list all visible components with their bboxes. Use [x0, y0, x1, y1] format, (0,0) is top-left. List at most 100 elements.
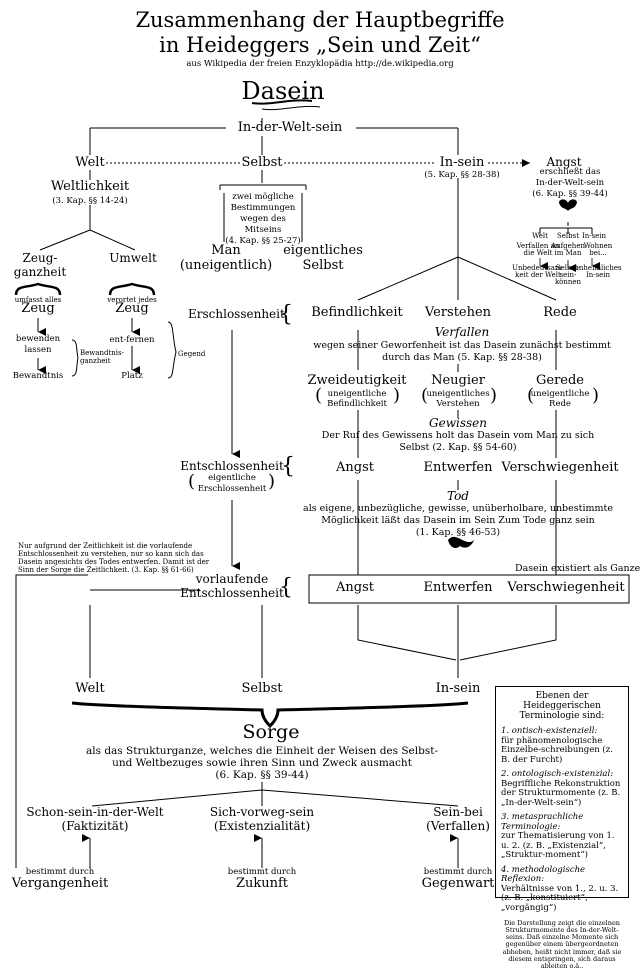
- verstehen-label: Verstehen: [424, 305, 492, 320]
- angst-top-label: Angst: [546, 155, 582, 169]
- entschlossenheit-label: Entschlossenheit: [180, 459, 284, 473]
- zeug-right-label: Zeug: [115, 301, 149, 316]
- angst-line-1: erschließt das: [539, 167, 601, 177]
- vorlaufende-line-2: Entschlossenheit: [180, 586, 284, 600]
- schon-sein-label: Schon-sein-in-der-Welt: [26, 805, 164, 819]
- weltlichkeit-label: Weltlichkeit: [50, 179, 130, 194]
- legend-entry-3-label: 3. metasprachliche Terminologie:: [501, 812, 584, 832]
- vergangenheit-label: Vergangenheit: [11, 876, 109, 891]
- box-verschwiegenheit-label: Verschwiegenheit: [507, 580, 625, 595]
- page-title-line-1: Zusammenhang der Hauptbegriffe: [135, 8, 505, 32]
- legend-entry-1-label: 1. ontisch-existenziell:: [501, 726, 598, 737]
- sorge-heading: Sorge: [242, 721, 300, 743]
- neugier-line-2: Verstehen: [436, 399, 480, 409]
- legend-entry-4: 4. methodologische Reflexion:Verhältniss…: [501, 865, 623, 914]
- sorge-desc-line-1: als das Strukturganze, welches die Einhe…: [85, 745, 439, 757]
- entwerfen-label: Entwerfen: [423, 460, 493, 475]
- zeug-ganzheit-line-2: ganzheit: [13, 265, 67, 279]
- platz-label: Platz: [121, 371, 143, 381]
- mini-insein-label: In-sein: [581, 232, 607, 240]
- bestimmt-label-3: bestimmt durch: [423, 867, 493, 877]
- paren-close-1: ): [393, 385, 401, 406]
- entschlossenheit-line-2: Erschlossenheit: [197, 484, 267, 494]
- box-entwerfen-label: Entwerfen: [423, 580, 493, 595]
- legend-entry-1: 1. ontisch-existenziell:für phänomenolog…: [501, 726, 623, 765]
- zwei-moegliche-line-2: Bestimmungen: [230, 203, 296, 213]
- mini-selbst-line-1: Aufgehen: [551, 242, 585, 250]
- legend-entry-2-label: 2. ontologisch-existenzial:: [501, 769, 614, 780]
- paren-close-4: ): [268, 471, 276, 492]
- bewenden-line-2: lassen: [24, 345, 52, 355]
- gerede-label: Gerede: [535, 373, 585, 388]
- angst-label: Angst: [336, 460, 374, 475]
- tod-line-2: Möglichkeit läßt das Dasein im Sein Zum …: [321, 515, 595, 526]
- zeitlichkeit-line-4: Sinn der Sorge die Zeitlichkeit. (3. Kap…: [18, 566, 194, 574]
- legend-entry-1-text: für phänomenologische Einzelbe-schreibun…: [501, 735, 613, 765]
- verfallen-line-2: durch das Man (5. Kap. §§ 28-38): [382, 352, 542, 363]
- in-sein-label: In-sein: [439, 155, 485, 170]
- sorge-desc-line-3: (6. Kap. §§ 39-44): [215, 769, 309, 781]
- weltlichkeit-ref: (3. Kap. §§ 14-24): [52, 196, 128, 206]
- terminology-legend: Ebenen der Heideggerischen Terminologie …: [495, 686, 629, 970]
- entschlossenheit-line-1: eigentliche: [208, 473, 256, 483]
- zwei-moegliche-line-4: Mitseins: [244, 225, 282, 235]
- source-note: aus Wikipedia der freien Enzyklopädia ht…: [186, 59, 454, 69]
- vorlaufende-line-1: vorlaufende: [195, 572, 269, 586]
- legend-note: Die Darstellung zeigt die einzelnen Stru…: [502, 918, 622, 970]
- tod-line-1: als eigene, unbezügliche, gewisse, unübe…: [303, 503, 613, 514]
- bewenden-line-1: bewenden: [15, 334, 61, 344]
- gewissen-line-2: Selbst (2. Kap. §§ 54-60): [399, 442, 517, 453]
- ganzes-label: Dasein existiert als Ganzes: [515, 563, 640, 574]
- legend-entry-4-text: Verhältnisse von 1., 2. u. 3. (z. B. „ko…: [501, 883, 619, 913]
- mini-selbst-label: Selbst: [556, 232, 580, 240]
- angst-ref: (6. Kap. §§ 39-44): [532, 189, 608, 199]
- zweideutigkeit-line-2: Befindlichkeit: [327, 399, 387, 409]
- ent-fernen-label: ent-fernen: [109, 335, 155, 345]
- dasein-heading: Dasein: [241, 77, 325, 105]
- mini-welt-line-1: Verfallen an: [516, 242, 560, 250]
- paren-close-3: ): [592, 385, 600, 406]
- bewandtnis-label: Bewandtnis: [12, 371, 64, 381]
- legend-title: Ebenen der Heideggerischen Terminologie …: [519, 691, 605, 722]
- neugier-line-1: uneigentliches: [426, 389, 490, 399]
- eigentliches-label: eigentliches: [283, 243, 363, 258]
- rede-label: Rede: [543, 305, 577, 320]
- mini-selbst-line-5: können: [554, 278, 582, 286]
- bewandtnisganzheit-line-2: ganzheit: [80, 357, 111, 365]
- legend-entry-2-text: Begriffliche Rekonstruktion der Struktur…: [501, 778, 621, 808]
- bestimmt-label-1: bestimmt durch: [25, 867, 95, 877]
- paren-open-1: (: [315, 385, 323, 406]
- zweideutigkeit-line-1: uneigentliche: [327, 389, 387, 399]
- man-label: Man: [211, 243, 241, 258]
- sorge-verfallen-label: (Verfallen): [426, 819, 490, 833]
- faktizitaet-label: (Faktizität): [61, 819, 129, 833]
- zeitlichkeit-line-1: Nur aufgrund der Zeitlichkeit ist die vo…: [18, 542, 193, 550]
- mini-selbst-line-4: sein-: [559, 271, 577, 279]
- gerede-line-2: Rede: [549, 399, 571, 409]
- gegend-label: Gegend: [178, 350, 206, 358]
- gewissen-label: Gewissen: [429, 416, 487, 430]
- verfallen-line-1: wegen seiner Geworfenheit ist das Dasein…: [313, 340, 611, 351]
- sorge-desc-line-2: und Weltbezuges sowie ihren Sinn und Zwe…: [112, 757, 412, 769]
- in-der-welt-sein-label: In-der-Welt-sein: [237, 120, 343, 135]
- sorge-welt-label: Welt: [75, 681, 105, 696]
- zwei-moegliche-ref: (4. Kap. §§ 25-27): [225, 236, 301, 246]
- mini-selbst-line-3: Selbst-: [555, 264, 581, 272]
- box-angst-label: Angst: [336, 580, 374, 595]
- zeitlichkeit-line-2: Entschlossenheit zu verstehen, nur so ka…: [18, 550, 204, 558]
- zukunft-label: Zukunft: [235, 876, 289, 891]
- in-sein-ref: (5. Kap. §§ 28-38): [424, 170, 500, 180]
- mini-welt-label: Welt: [532, 232, 548, 240]
- mini-insein-line-2: bei...: [589, 249, 607, 257]
- legend-entry-2: 2. ontologisch-existenzial:Begriffliche …: [501, 770, 623, 808]
- eigentliches-selbst-label: Selbst: [302, 258, 344, 273]
- umfasst-alles-label: umfasst alles: [14, 296, 62, 304]
- sich-vorweg-label: Sich-vorweg-sein: [209, 805, 315, 819]
- paren-open-3: (: [527, 385, 535, 406]
- mini-welt-line-4: keit der Welt: [515, 271, 561, 279]
- page-title-line-2: in Heideggers „Sein und Zeit“: [159, 33, 481, 57]
- existenzialitaet-label: (Existenzialität): [213, 819, 311, 833]
- uneigentlich-label: (uneigentlich): [179, 258, 273, 273]
- mini-insein-line-3: unheimliches: [574, 264, 622, 272]
- sorge-in-sein-label: In-sein: [435, 681, 481, 696]
